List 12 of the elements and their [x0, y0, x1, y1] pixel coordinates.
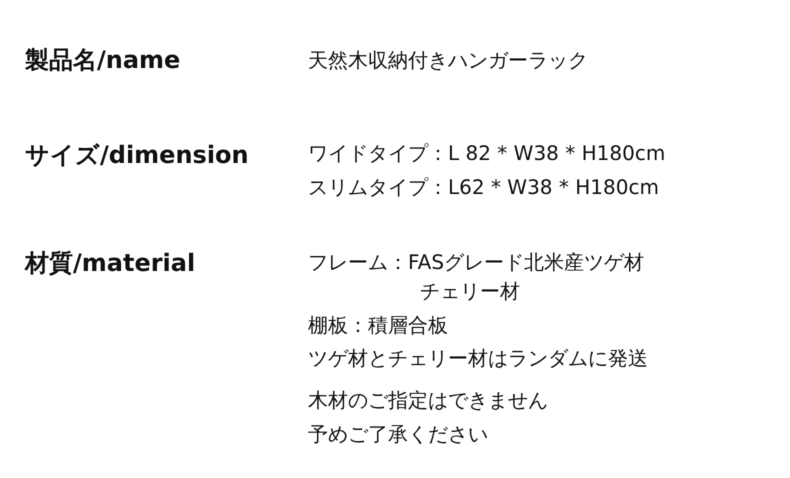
row-heading: 製品名/name [25, 46, 180, 74]
row-heading: サイズ/dimension [25, 141, 249, 169]
spec-text: 棚板：積層合板 [308, 312, 448, 339]
row-heading: 材質/material [25, 249, 196, 277]
spec-text: 天然木収納付きハンガーラック [308, 47, 588, 74]
spec-text: ツゲ材とチェリー材はランダムに発送 [308, 345, 648, 372]
spec-text: 予めご了承ください [308, 421, 488, 448]
spec-text: チェリー材 [420, 278, 520, 305]
spec-text: 木材のご指定はできません [308, 387, 548, 414]
spec-text: ワイドタイプ：L 82 * W38 * H180cm [308, 140, 666, 167]
spec-text: スリムタイプ：L62 * W38 * H180cm [308, 174, 659, 201]
spec-text: フレーム：FASグレード北米産ツゲ材 [308, 249, 644, 276]
